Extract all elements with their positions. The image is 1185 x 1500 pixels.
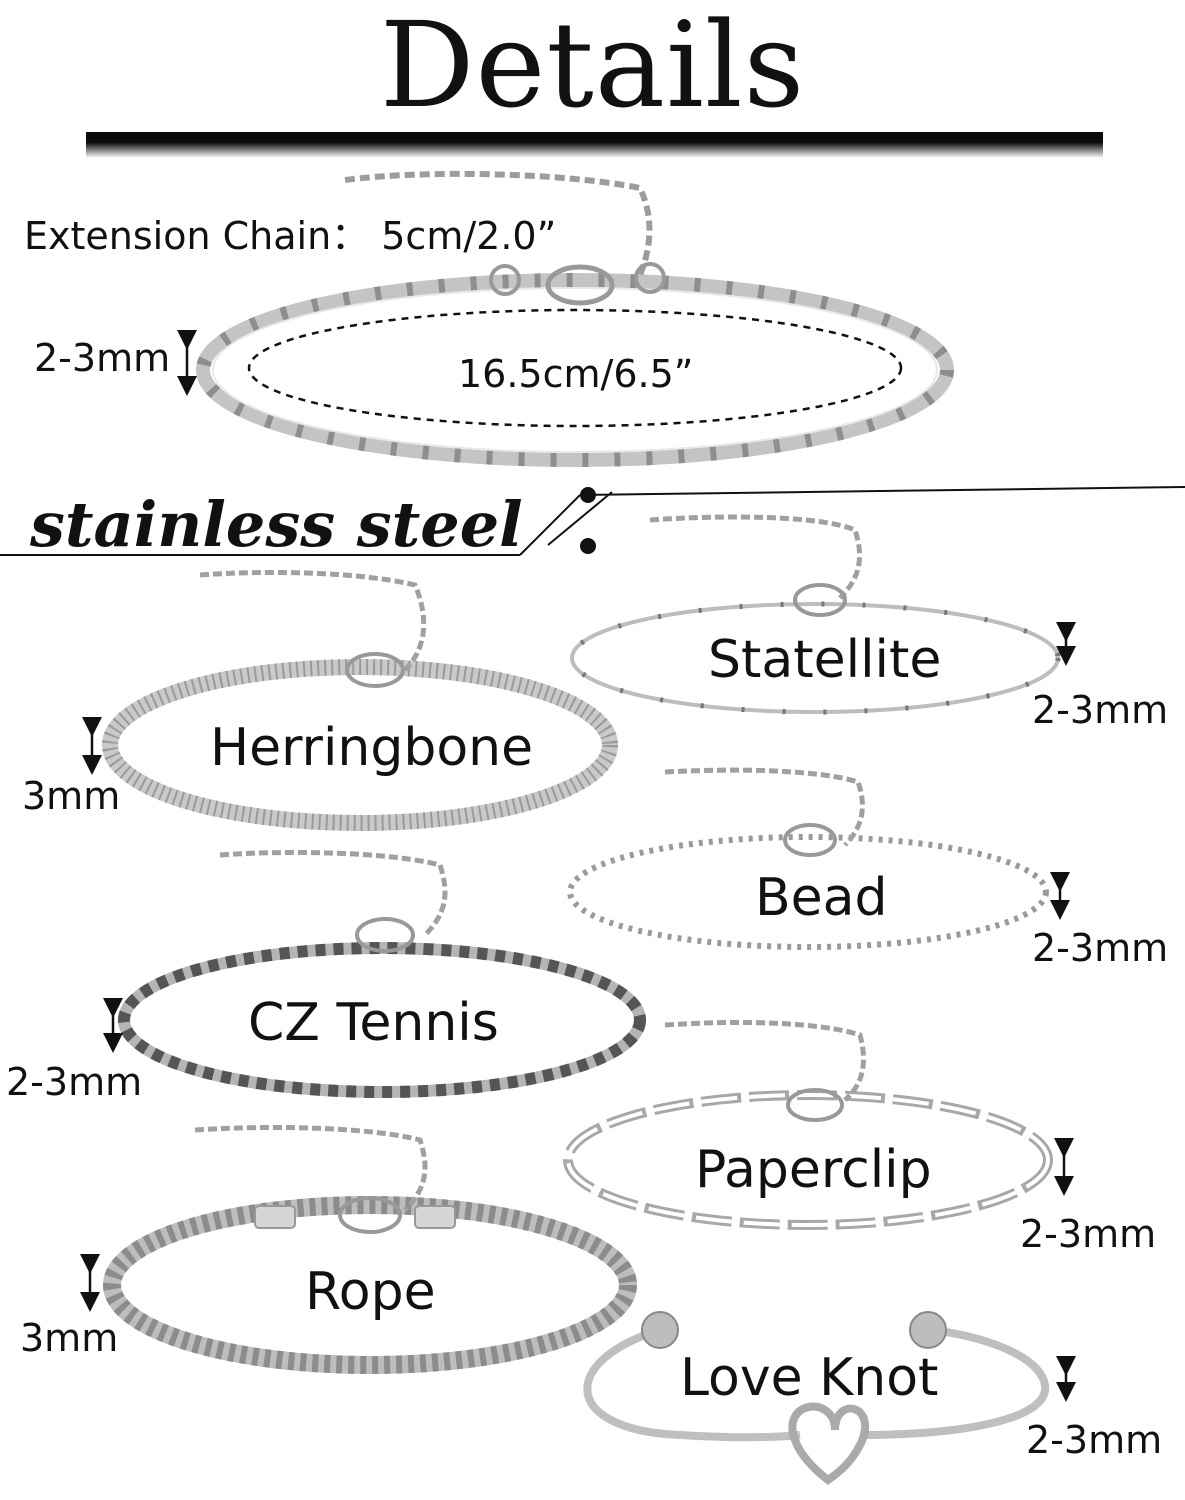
bracelet-width-statellite: 2-3mm [1032, 688, 1169, 732]
main-width-label: 2-3mm [34, 336, 171, 380]
bracelet-width-rope: 3mm [20, 1316, 119, 1360]
knot-heart-shape [788, 1402, 870, 1485]
length-dashed-outline [247, 308, 903, 428]
lobster-clasp [545, 264, 615, 306]
title-underline-bar [86, 132, 1103, 158]
bead-bracelet [567, 767, 1070, 950]
bracelet-width-love-knot: 2-3mm [1026, 1418, 1163, 1462]
bracelet-width-cz-tennis: 2-3mm [6, 1060, 143, 1104]
bracelet-name-rope: Rope [305, 1262, 436, 1322]
main-bracelet [177, 170, 954, 467]
bracelet-width-herringbone: 3mm [22, 774, 121, 818]
love-knot-bracelet [583, 1311, 1076, 1485]
bracelet-width-bead: 2-3mm [1032, 926, 1169, 970]
bracelet-name-paperclip: Paperclip [695, 1140, 932, 1200]
statellite-bracelet [569, 514, 1076, 715]
bracelet-name-bead: Bead [755, 868, 888, 928]
bracelet-name-herringbone: Herringbone [210, 718, 534, 778]
extension-chain-label: Extension Chain： 5cm/2.0” [24, 214, 557, 258]
bracelet-width-paperclip: 2-3mm [1020, 1212, 1157, 1256]
main-length-label: 16.5cm/6.5” [458, 352, 694, 396]
bracelet-name-cz-tennis: CZ Tennis [248, 993, 499, 1053]
rope-bracelet [80, 1124, 637, 1374]
herringbone-bracelet [82, 569, 618, 831]
cz-tennis-bracelet [103, 849, 646, 1098]
bracelet-name-love-knot: Love Knot [680, 1348, 939, 1408]
paperclip-bracelet [563, 1019, 1074, 1230]
bracelet-name-statellite: Statellite [708, 630, 942, 690]
section-divider [0, 486, 1185, 556]
section-label: stainless steel [30, 488, 523, 561]
page-title: Details [379, 0, 806, 134]
